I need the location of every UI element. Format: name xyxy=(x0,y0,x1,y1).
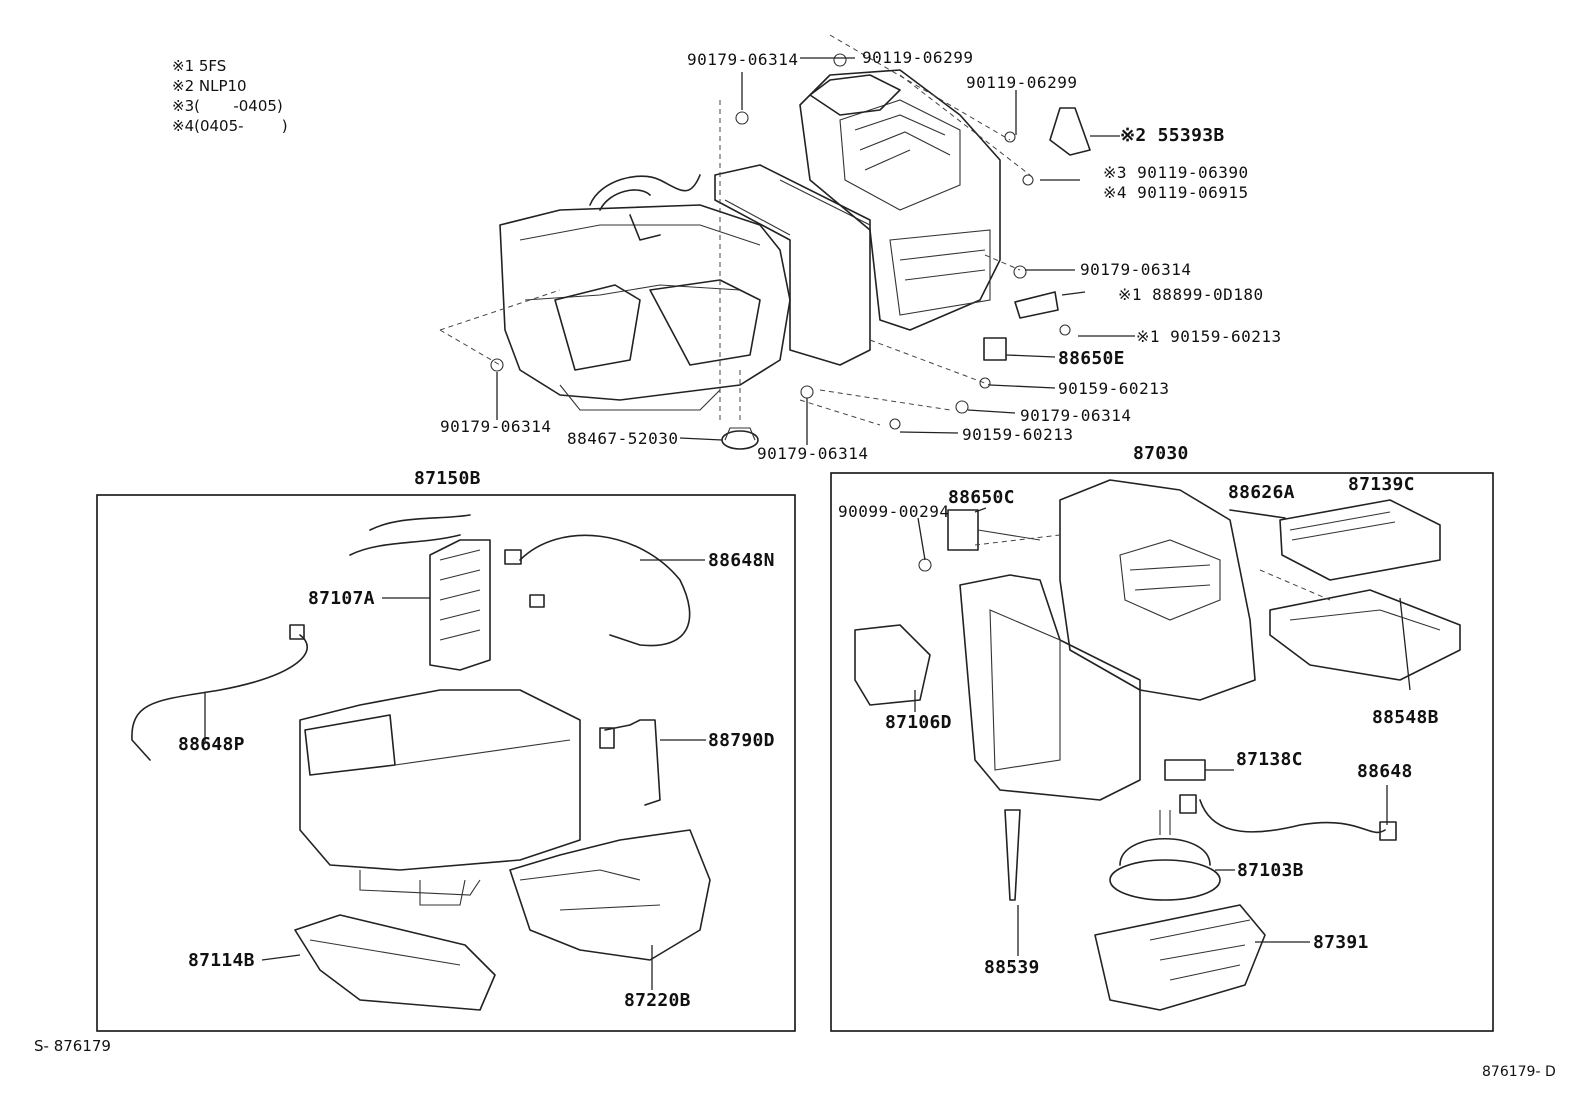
callout-88626a: 88626A xyxy=(1228,482,1295,503)
callout-87220b: 87220B xyxy=(624,990,691,1011)
callout-top-90179-06314-e: 90179-06314 xyxy=(757,444,869,463)
section-label-right: 87030 xyxy=(1133,443,1189,464)
note-3: ※3( -0405) xyxy=(172,97,283,115)
callout-top-90119-06299-a: 90119-06299 xyxy=(862,48,974,67)
footer-left-ref: S- 876179 xyxy=(34,1037,111,1055)
note-1: ※1 5FS xyxy=(172,57,227,75)
callout-top-90179-06314-d: 90179-06314 xyxy=(440,417,552,436)
callout-top-90119-06390: ※3 90119-06390 xyxy=(1103,163,1249,182)
top-heater-assembly-drawing xyxy=(439,34,1135,450)
callout-88648p: 88648P xyxy=(178,734,245,755)
callout-87114b: 87114B xyxy=(188,950,255,971)
section-label-left: 87150B xyxy=(414,468,481,489)
callout-top-90119-06299-b: 90119-06299 xyxy=(966,73,1078,92)
right-subassembly-box xyxy=(830,472,1494,1032)
callout-87106d: 87106D xyxy=(885,712,952,733)
callout-top-90119-06915: ※4 90119-06915 xyxy=(1103,183,1249,202)
callout-90099-00294: 90099-00294 xyxy=(838,502,950,521)
callout-top-88899-0d180: ※1 88899-0D180 xyxy=(1118,285,1264,304)
note-4: ※4(0405- ) xyxy=(172,117,288,135)
callout-87107a: 87107A xyxy=(308,588,375,609)
callout-87391: 87391 xyxy=(1313,932,1369,953)
callout-87138c: 87138C xyxy=(1236,749,1303,770)
left-subassembly-box xyxy=(96,494,796,1032)
callout-top-90159-60213-c: 90159-60213 xyxy=(962,425,1074,444)
callout-top-88650e: 88650E xyxy=(1058,348,1125,369)
callout-top-90159-60213-b: 90159-60213 xyxy=(1058,379,1170,398)
callout-87139c: 87139C xyxy=(1348,474,1415,495)
note-2: ※2 NLP10 xyxy=(172,77,247,95)
left-subassembly-drawing xyxy=(131,514,711,1011)
callout-88648n: 88648N xyxy=(708,550,775,571)
callout-top-90159-60213-a: ※1 90159-60213 xyxy=(1136,327,1282,346)
callout-top-55393b: ※2 55393B xyxy=(1120,125,1225,146)
callout-top-88467-52030: 88467-52030 xyxy=(567,429,679,448)
callout-88650c: 88650C xyxy=(948,487,1015,508)
callout-87103b: 87103B xyxy=(1237,860,1304,881)
footer-right-ref: 876179- D xyxy=(1482,1064,1556,1080)
callout-top-90179-06314-a: 90179-06314 xyxy=(687,50,799,69)
callout-top-90179-06314-c: 90179-06314 xyxy=(1020,406,1132,425)
callout-88539: 88539 xyxy=(984,957,1040,978)
callout-88790d: 88790D xyxy=(708,730,775,751)
callout-top-90179-06314-b: 90179-06314 xyxy=(1080,260,1192,279)
callout-88648: 88648 xyxy=(1357,761,1413,782)
right-subassembly-drawing xyxy=(854,479,1461,1011)
callout-88548b: 88548B xyxy=(1372,707,1439,728)
